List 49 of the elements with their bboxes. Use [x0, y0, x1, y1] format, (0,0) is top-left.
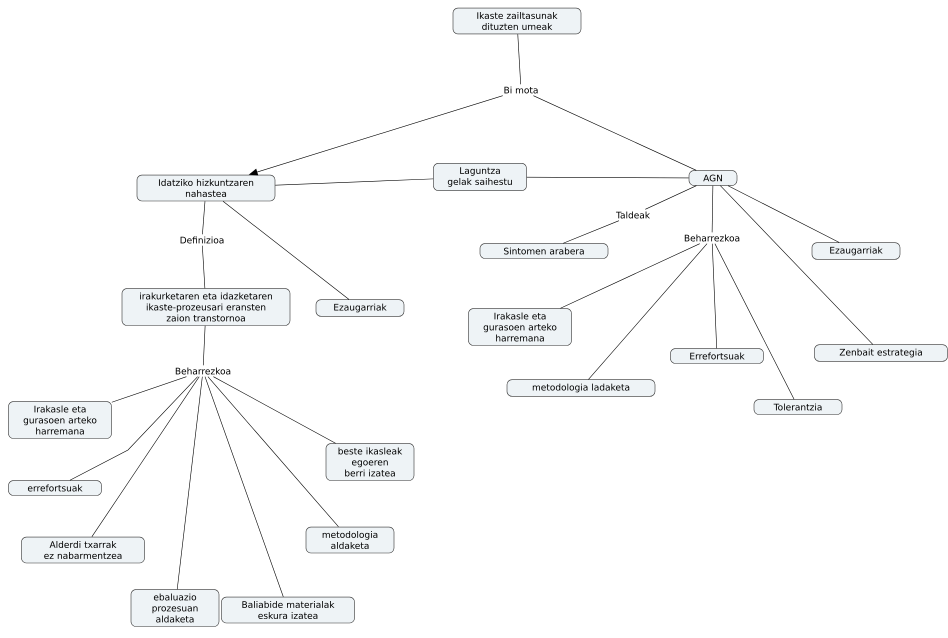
connector-line [202, 200, 206, 235]
linking-phrase: Definizioa [178, 234, 226, 246]
concept-box: Ezaugarriak [316, 299, 404, 317]
connector-line [720, 185, 873, 345]
concept-box: Alderdi txarrak ez nabarmentzea [21, 536, 145, 564]
concept-box: irakurketaren eta idazketaren ikaste-prozeusari eransten zaion transtornoa [122, 288, 290, 326]
connector-line [728, 185, 840, 243]
connector-line [275, 178, 434, 186]
connector-line [712, 185, 714, 233]
connector-line [112, 376, 187, 403]
connector-line [645, 185, 697, 210]
concept-box: Laguntza gelak saihestu [433, 162, 527, 192]
connector-line [533, 95, 697, 171]
connector-line [526, 176, 689, 178]
connector-line [208, 376, 339, 528]
connector-line [560, 243, 700, 309]
connector-line [202, 245, 206, 289]
linking-phrase: Beharrezkoa [172, 366, 234, 376]
concept-box: Baliabide materialak eskura izatea [221, 596, 355, 624]
connector-line [588, 243, 708, 380]
concept-box: Zenbait estrategia [814, 344, 948, 362]
concept-box: AGN [688, 170, 738, 186]
connector-line [222, 200, 350, 300]
concept-box: metodologia aldaketa [306, 526, 394, 554]
concept-box: errefortsuak [8, 480, 102, 496]
connector-line [712, 243, 717, 349]
connector-line [517, 34, 521, 85]
concept-box: beste ikasleak egoeren berri izatea [326, 443, 414, 481]
concept-box: Idatziko hizkuntzaren nahastea [136, 174, 276, 202]
concept-box: metodologia ladaketa [506, 379, 656, 397]
connector-line [92, 376, 200, 538]
concept-box: Ezaugarriak [812, 242, 900, 260]
connector-line [562, 220, 620, 244]
linking-phrase: Bi mota [502, 84, 540, 96]
connector-line [204, 376, 284, 598]
connector-line [714, 243, 794, 400]
concept-box: Irakasle eta gurasoen arteko harremana [468, 308, 572, 346]
concept-box: Sintomen arabera [480, 243, 608, 259]
linking-phrase: Beharrezkoa [682, 232, 742, 244]
linking-phrase: Taldeak [614, 210, 652, 220]
connector-line [213, 376, 336, 444]
connector-line [176, 376, 203, 590]
concept-box: Irakasle eta gurasoen arteko harremana [8, 401, 112, 439]
connector-line [70, 376, 198, 481]
concept-box: Tolerantzia [754, 399, 842, 415]
concept-box: Ikaste zailtasunak dituzten umeak [452, 8, 582, 34]
concept-box: Errefortsuak [670, 348, 764, 364]
connector-line [202, 326, 206, 366]
concept-box: ebaluazio prozesuan aldaketa [130, 589, 220, 627]
